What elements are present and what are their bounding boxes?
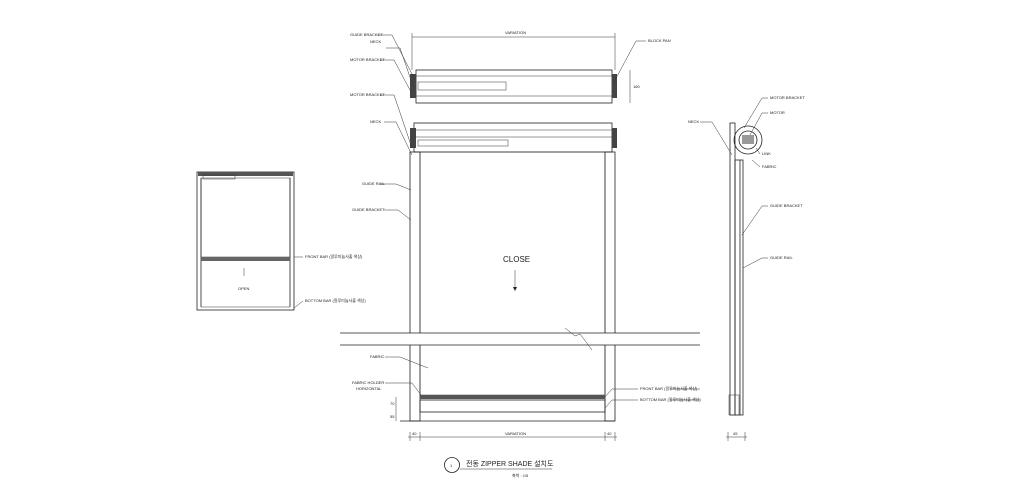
open-front-bar-label: FRONT BAR (알루미늄사출 색상)	[305, 253, 363, 259]
bottom-bar-label: BOTTOM BAR (알루미늄사출 색상)	[640, 396, 701, 402]
detail-number: 1	[450, 463, 453, 468]
side-section-view: 45 NECK MOTOR BRACKET MOTOR LINK FABRIC …	[688, 95, 805, 441]
motor-bracket-label: MOTOR BRACKET	[350, 92, 385, 97]
front-bar-height-dim: 70	[390, 401, 395, 406]
guide-bracket-top-label: GUIDE BRACKET	[350, 32, 383, 37]
drawing-title: 전동 ZIPPER SHADE 설치도	[466, 459, 554, 468]
right-rail-dim: 40	[607, 431, 612, 436]
bottom-width-dim: VARIATION	[505, 431, 526, 436]
bottom-bar-height-dim: 55	[390, 414, 395, 419]
left-rail-dim: 40	[412, 431, 417, 436]
side-neck-label: NECK	[688, 119, 699, 124]
top-plan-view: VARIATION 160 GUIDE BRACKET NECK MOTOR B…	[350, 30, 671, 104]
open-label: OPEN	[238, 286, 249, 291]
side-guide-bracket-label: GUIDE BRACKET	[770, 203, 803, 208]
drawing-scale: 축척 : 1/5	[512, 472, 529, 478]
side-link-label: LINK	[762, 151, 771, 156]
guide-rail-label: GUIDE RAIL	[362, 181, 385, 186]
head-height-dim: 160	[633, 84, 640, 89]
open-bottom-bar-label: BOTTOM BAR (알루미늄사출 색상)	[305, 297, 366, 303]
neck-top-label: NECK	[370, 39, 381, 44]
side-depth-dim: 45	[733, 431, 738, 436]
drawing-title-block: 1 전동 ZIPPER SHADE 설치도 축척 : 1/5	[444, 457, 554, 478]
side-motor-label: MOTOR	[770, 110, 785, 115]
fabric-holder-label-2: HORIZONTAL	[356, 386, 382, 391]
side-fabric-label: FABRIC	[762, 164, 777, 169]
fabric-holder-label-1: FABRIC HOLDER	[352, 380, 384, 385]
neck-label: NECK	[370, 119, 381, 124]
open-elevation-view: OPEN FRONT BAR (알루미늄사출 색상) BOTTOM BAR (알…	[196, 171, 366, 311]
fabric-label: FABRIC	[370, 354, 385, 359]
top-width-dim: VARIATION	[505, 30, 526, 35]
side-guide-rail-label: GUIDE RAIL	[770, 255, 793, 260]
motor-bracket-top-label: MOTOR BRACKET	[350, 57, 385, 62]
side-motor-bracket-label: MOTOR BRACKET	[770, 95, 805, 100]
block-pan-label: BLOCK PAN	[648, 38, 671, 43]
close-label: CLOSE	[503, 255, 530, 264]
front-bar-label: FRONT BAR (알루미늄사출 색상)	[640, 385, 698, 391]
front-elevation-view: CLOSE 40 VARIATION 40 70 55 MOTOR BRACKE…	[340, 92, 701, 441]
guide-bracket-label: GUIDE BRACKET	[352, 207, 385, 212]
